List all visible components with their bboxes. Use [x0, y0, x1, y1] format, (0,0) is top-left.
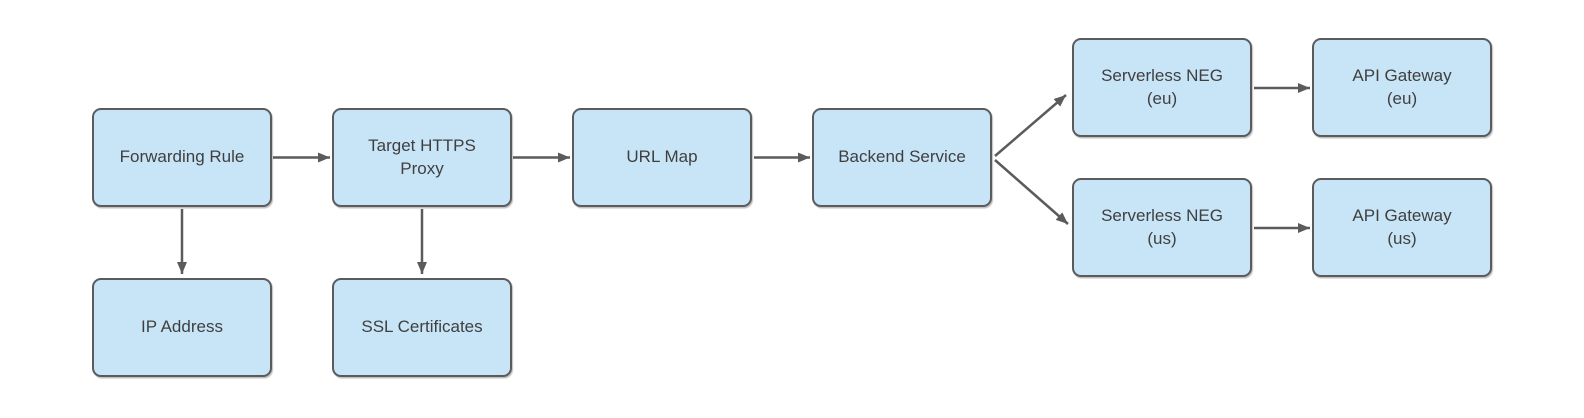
node-api-gateway-us: API Gateway (us) [1312, 178, 1492, 277]
edge-backend-service-to-serverless-neg-us [994, 159, 1069, 225]
node-serverless-neg-us: Serverless NEG (us) [1072, 178, 1252, 277]
node-backend-service: Backend Service [812, 108, 992, 207]
node-ssl-certificates: SSL Certificates [332, 278, 512, 377]
node-api-gateway-eu: API Gateway (eu) [1312, 38, 1492, 137]
edge-backend-service-to-serverless-neg-eu [994, 94, 1067, 157]
node-url-map: URL Map [572, 108, 752, 207]
node-target-https-proxy: Target HTTPS Proxy [332, 108, 512, 207]
node-forwarding-rule: Forwarding Rule [92, 108, 272, 207]
node-ip-address: IP Address [92, 278, 272, 377]
node-serverless-neg-eu: Serverless NEG (eu) [1072, 38, 1252, 137]
